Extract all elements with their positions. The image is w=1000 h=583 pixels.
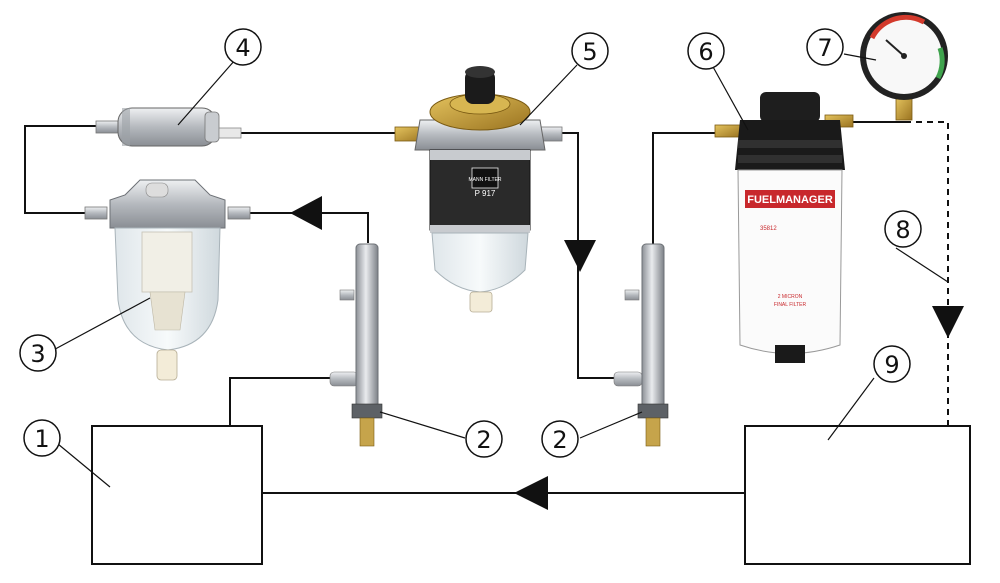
callout-1: 1 xyxy=(23,419,61,457)
pipe-separator-to-heater-left xyxy=(250,212,369,243)
fuel-pump-4 xyxy=(95,107,242,147)
callout-2-right: 2 xyxy=(541,420,579,458)
pipe-heater-right-to-filter6 xyxy=(652,132,720,245)
callout-label: 5 xyxy=(582,38,597,66)
callout-label: 9 xyxy=(884,351,899,379)
callout-label: 3 xyxy=(30,340,45,368)
filter5-brand: MANN FILTER xyxy=(469,177,502,183)
filter6-brand: FUELMANAGER xyxy=(747,194,833,206)
callout-label: 2 xyxy=(552,426,567,454)
filter6-desc: FINAL FILTER xyxy=(774,302,807,308)
callout-3: 3 xyxy=(19,334,57,372)
callout-label: 2 xyxy=(476,426,491,454)
fuel-heater-2-right xyxy=(613,243,669,447)
filter5-model: P 917 xyxy=(475,189,496,198)
callout-label: 1 xyxy=(34,425,49,453)
callout-9: 9 xyxy=(873,345,911,383)
fuel-filter-5: MANN FILTER P 917 xyxy=(394,66,563,313)
callout-2-left: 2 xyxy=(465,420,503,458)
filter6-rating: 2 MICRON xyxy=(778,294,803,300)
arrow-down-middle xyxy=(564,240,596,272)
fuel-heater-2-left xyxy=(329,243,383,447)
callout-4: 4 xyxy=(224,28,262,66)
arrow-left-top xyxy=(290,196,322,230)
callout-6: 6 xyxy=(687,32,725,70)
callout-label: 4 xyxy=(235,34,250,62)
callout-label: 7 xyxy=(817,34,832,62)
flow-arrows xyxy=(290,196,964,510)
callout-label: 8 xyxy=(895,216,910,244)
water-separator-3 xyxy=(84,179,251,381)
filter6-part: 35812 xyxy=(760,226,777,232)
arrow-left-bottom xyxy=(514,476,548,510)
dashed-return-line xyxy=(905,121,949,425)
callout-7: 7 xyxy=(806,28,844,66)
tank-box-1 xyxy=(91,425,263,565)
tank-box-9 xyxy=(744,425,971,565)
arrow-down-right xyxy=(932,306,964,338)
callout-label: 6 xyxy=(698,38,713,66)
callout-5: 5 xyxy=(571,32,609,70)
fuel-manager-filter-6: FUELMANAGER 35812 2 MICRON FINAL FILTER xyxy=(714,92,854,363)
callout-8: 8 xyxy=(884,210,922,248)
pipe-pump-to-separator xyxy=(24,125,100,214)
pipe-heater-left-to-box1 xyxy=(229,377,330,425)
pressure-gauge-7 xyxy=(860,12,948,121)
leader-lines xyxy=(45,53,949,488)
